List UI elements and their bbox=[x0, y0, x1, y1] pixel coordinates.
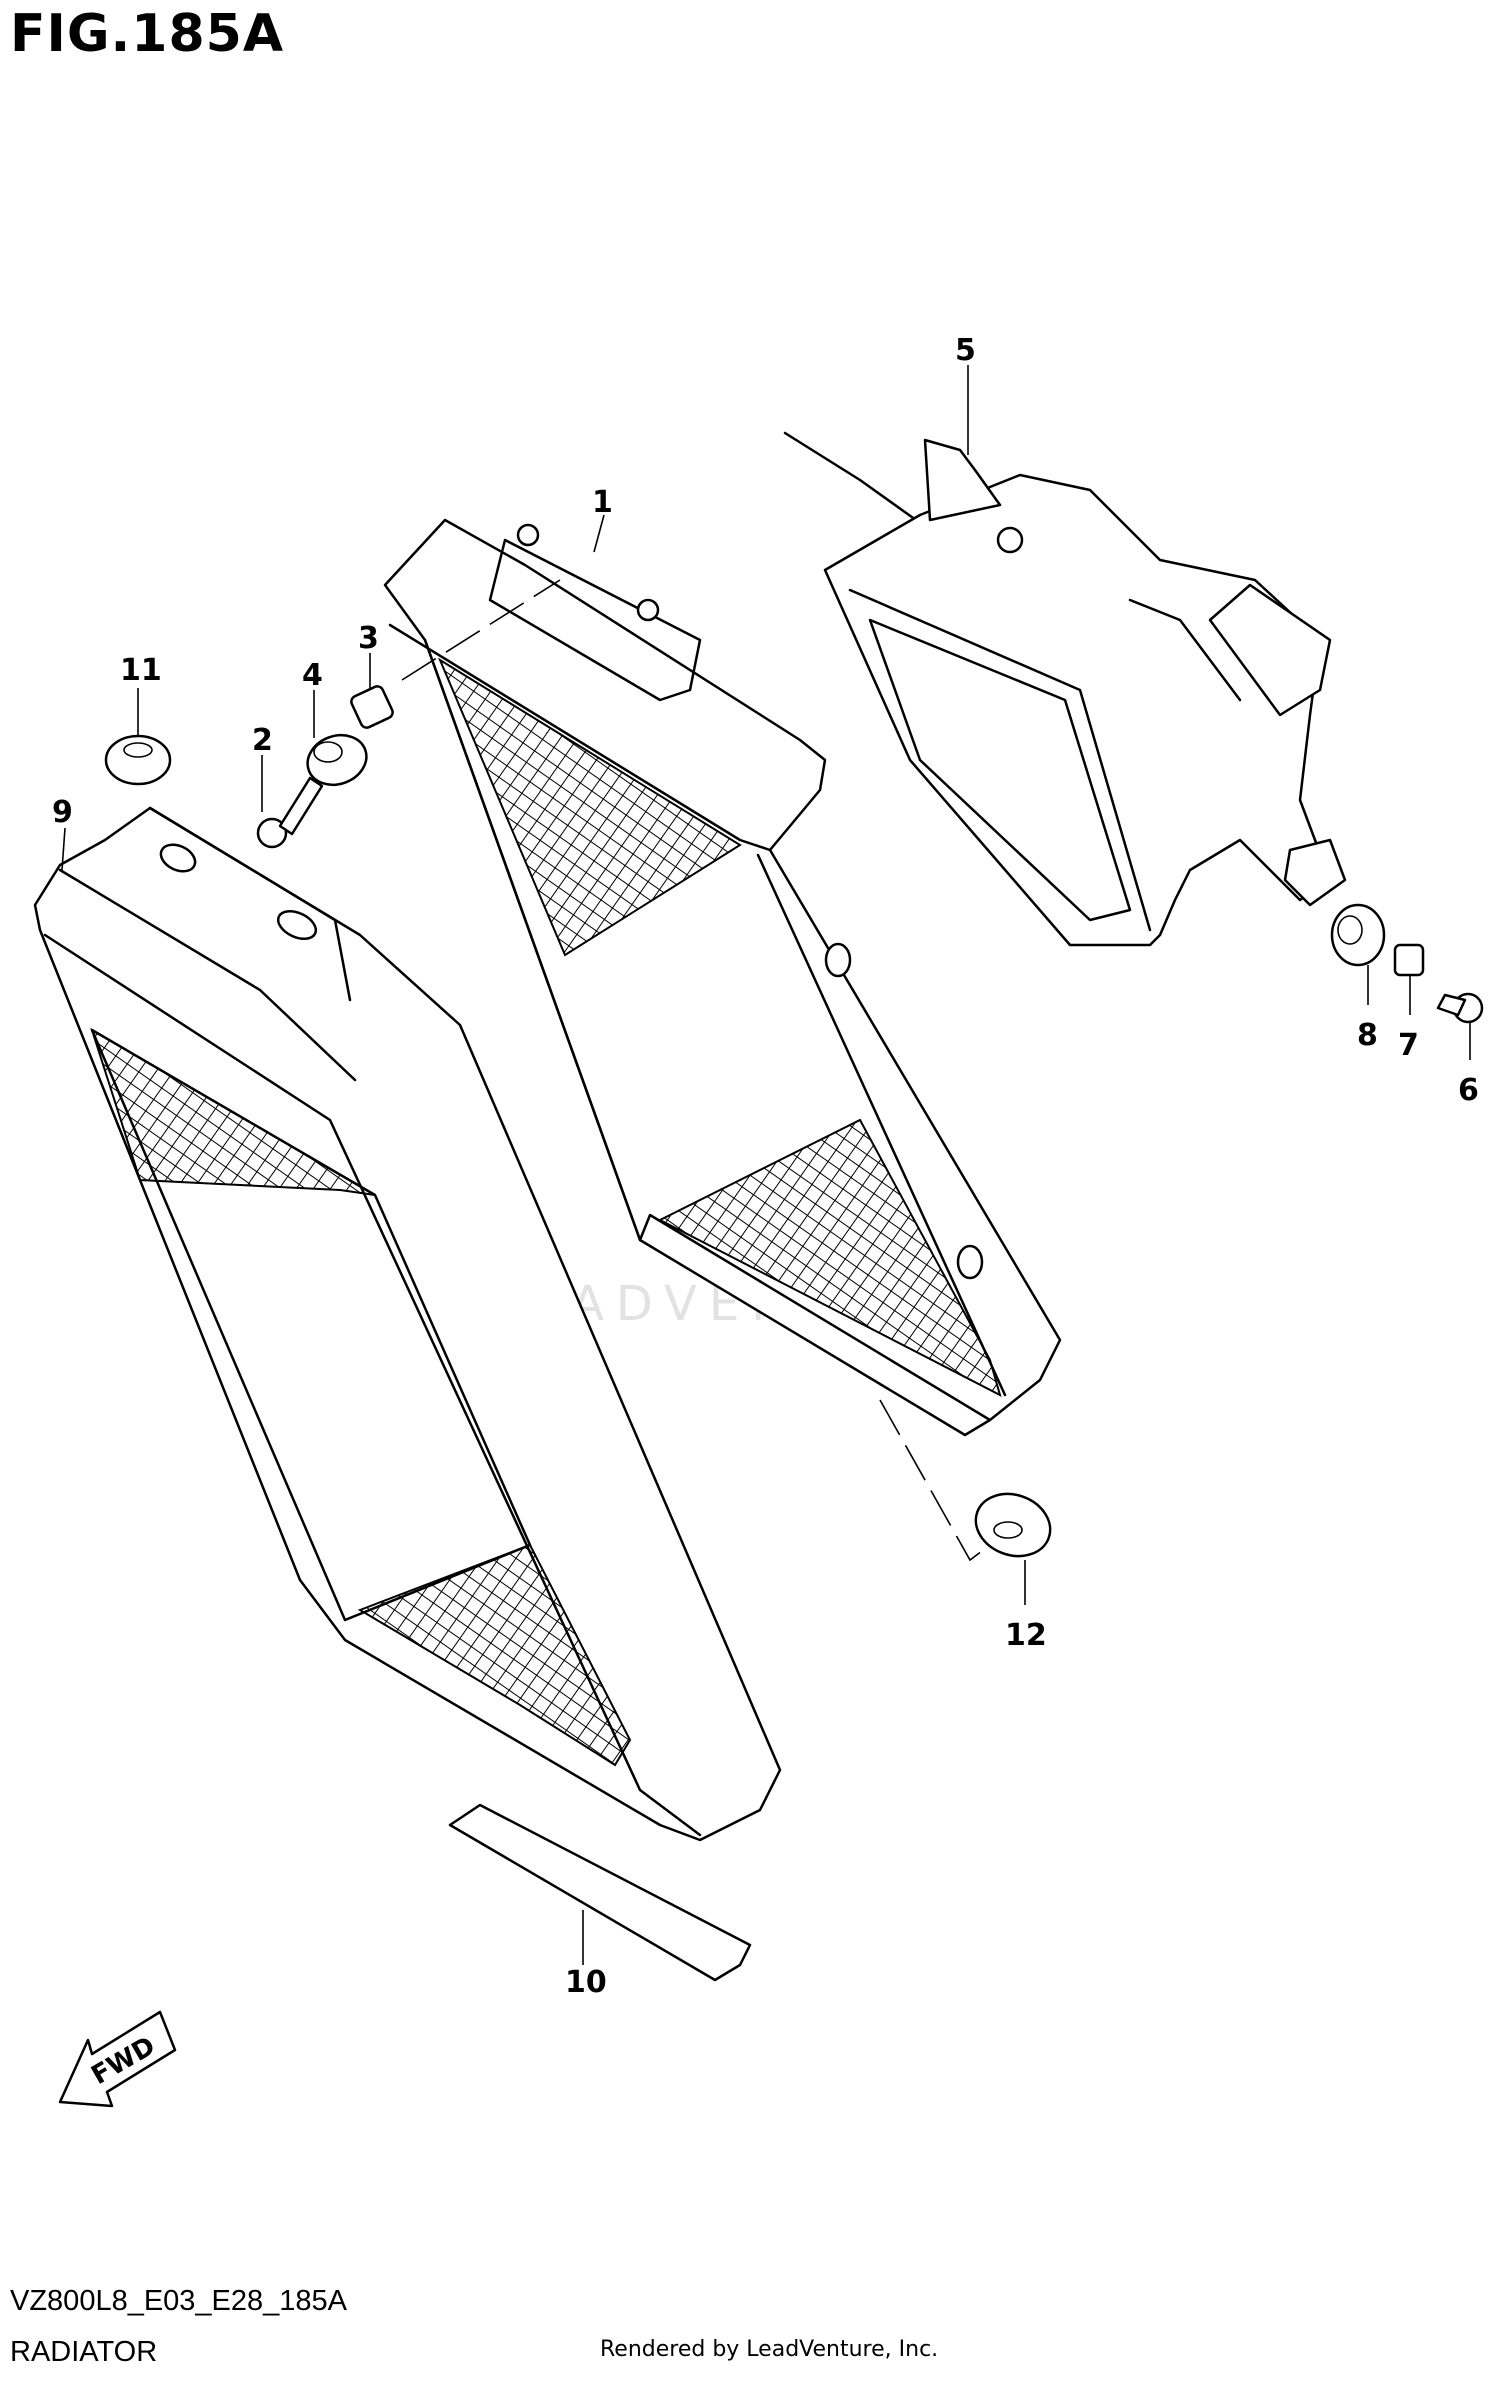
callout-5: 5 bbox=[955, 333, 976, 368]
leader-lines bbox=[61, 365, 1471, 1965]
diagram-name: RADIATOR bbox=[10, 2336, 158, 2368]
part-10-seal-strip bbox=[448, 1803, 752, 1982]
callout-10: 10 bbox=[565, 1965, 607, 2000]
part-1-radiator bbox=[383, 518, 1062, 1437]
callout-11: 11 bbox=[120, 653, 162, 688]
callout-6: 6 bbox=[1458, 1073, 1479, 1108]
part-11-cap bbox=[104, 734, 172, 786]
part-8-grommet bbox=[1330, 903, 1386, 967]
fwd-direction-arrow: FWD bbox=[58, 2010, 177, 2108]
figure-title: FIG.185A bbox=[10, 4, 285, 64]
part-3-collar bbox=[350, 685, 394, 729]
part-4-grommet bbox=[306, 733, 368, 787]
callout-2: 2 bbox=[252, 723, 273, 758]
callout-3: 3 bbox=[358, 621, 379, 656]
callout-9: 9 bbox=[52, 795, 73, 830]
part-2-bolt bbox=[256, 776, 324, 849]
callout-4: 4 bbox=[302, 658, 323, 693]
part-7-collar bbox=[1393, 943, 1425, 977]
part-12-grommet bbox=[974, 1492, 1052, 1558]
render-credit: Rendered by LeadVenture, Inc. bbox=[600, 2337, 939, 2362]
callout-labels: 1 2 3 4 5 6 7 8 9 10 11 12 bbox=[52, 333, 1479, 2000]
callout-1: 1 bbox=[592, 485, 613, 520]
callout-12: 12 bbox=[1005, 1618, 1047, 1653]
diagram-code: VZ800L8_E03_E28_185A bbox=[10, 2285, 348, 2317]
part-5-cooling-fan bbox=[783, 431, 1347, 947]
callout-8: 8 bbox=[1357, 1018, 1378, 1053]
callout-7: 7 bbox=[1398, 1028, 1419, 1063]
part-6-bolt bbox=[1436, 992, 1484, 1024]
part-9-radiator-cover bbox=[33, 806, 782, 1842]
